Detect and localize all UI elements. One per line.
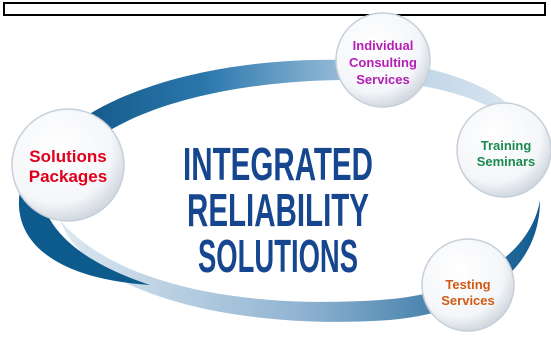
ring-upper-swoosh [29, 59, 536, 205]
testing-label-line1: Testing [445, 277, 490, 292]
training-label-line2: Seminars [477, 154, 536, 169]
header-frame [3, 2, 546, 16]
consulting-label-line2: Consulting [349, 55, 417, 70]
center-title: INTEGRATED RELIABILITY SOLUTIONS [183, 138, 373, 282]
bubble-training-seminars [456, 102, 551, 198]
solutions-label-line1: Solutions [29, 147, 106, 166]
solutions-label-line2: Packages [29, 167, 107, 186]
consulting-label-line1: Individual [353, 38, 414, 53]
title-line3: SOLUTIONS [198, 230, 358, 282]
ring-lower-swoosh [60, 200, 540, 322]
title-line1: INTEGRATED [183, 138, 373, 190]
bubble-testing-services [421, 238, 515, 332]
bubble-consulting-services [335, 12, 431, 108]
title-line2: RELIABILITY [187, 184, 369, 236]
bubble-solutions-packages [11, 108, 125, 222]
consulting-label-line3: Services [356, 72, 410, 87]
training-label-line1: Training [481, 138, 532, 153]
testing-label-line2: Services [441, 293, 495, 308]
